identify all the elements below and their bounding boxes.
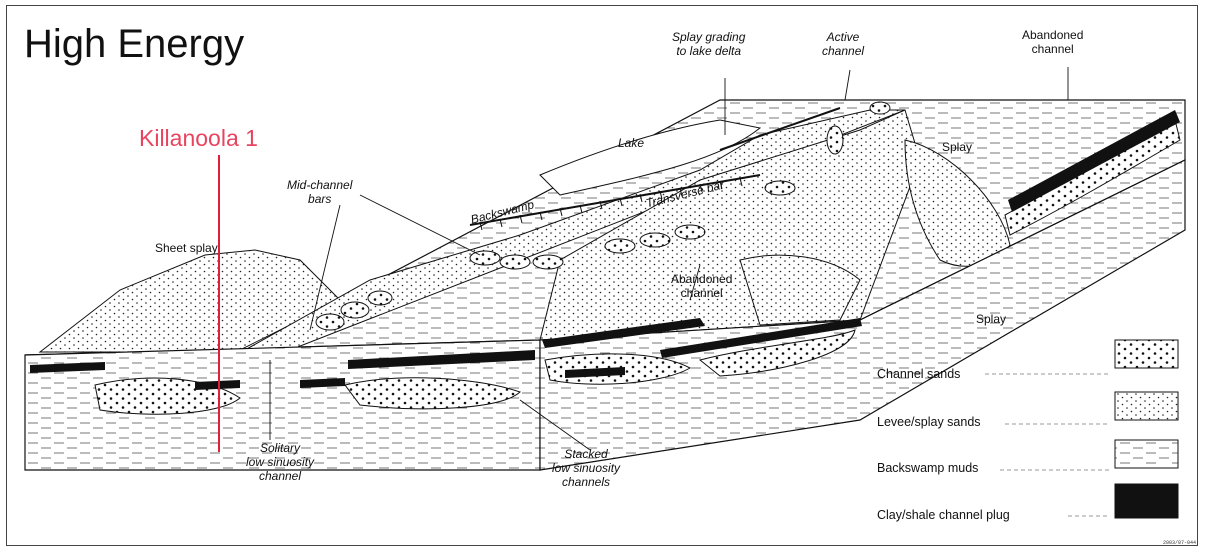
legend-swatch-levee-splay [1115, 392, 1178, 420]
label-solitary-channel: Solitary low sinuosity channel [246, 441, 314, 483]
label-abandoned-channel-mid: Abandoned channel [671, 272, 732, 300]
legend-label-backswamp: Backswamp muds [877, 461, 978, 475]
figure-code: 2003/07-044 [1163, 540, 1196, 546]
diagram-title: High Energy [24, 22, 244, 67]
legend-swatch-plug [1115, 484, 1178, 518]
label-splay-right: Splay [942, 140, 972, 154]
label-sheet-splay: Sheet splay [155, 241, 218, 255]
legend-swatch-channel-sands [1115, 340, 1178, 368]
legend-swatch-backswamp [1115, 440, 1178, 468]
label-abandoned-channel-top: Abandoned channel [1022, 28, 1083, 56]
label-active-channel: Active channel [822, 30, 864, 58]
label-lake: Lake [618, 136, 644, 150]
label-splay-lower: Splay [976, 312, 1006, 326]
legend-label-channel-sands: Channel sands [877, 367, 960, 381]
legend-label-plug: Clay/shale channel plug [877, 508, 1010, 522]
well-label: Killanoola 1 [139, 125, 258, 152]
label-stacked-channels: Stacked low sinuosity channels [552, 447, 620, 489]
label-splay-grading: Splay grading to lake delta [672, 30, 745, 58]
legend-leaders [985, 374, 1110, 516]
legend-label-levee-splay: Levee/splay sands [877, 415, 981, 429]
label-mid-channel-bars: Mid-channel bars [287, 178, 352, 206]
